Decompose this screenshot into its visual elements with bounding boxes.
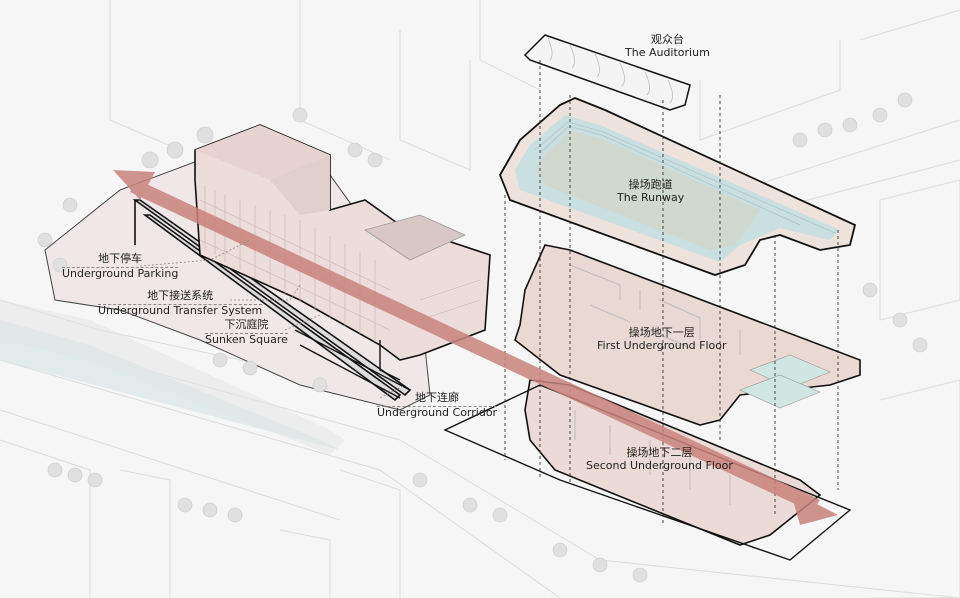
second-underground-floor [443,379,852,561]
label-first-underground-floor: 操场地下一层 First Underground Floor [597,326,727,352]
label-sunken-en: Sunken Square [205,332,288,346]
label-parking-en: Underground Parking [62,266,179,280]
label-auditorium: 观众台 The Auditorium [625,33,710,59]
label-underground-parking: 地下停车 Underground Parking [62,252,179,280]
label-runway: 操场跑道 The Runway [617,178,685,204]
label-second-underground-floor: 操场地下二层 Second Underground Floor [586,446,733,472]
school-building [194,124,491,361]
label-first-floor-en: First Underground Floor [597,338,727,352]
label-runway-en: The Runway [617,190,685,204]
label-second-floor-zh: 操场地下二层 [626,446,693,459]
label-sunken-zh: 下沉庭院 [205,318,288,334]
trees [37,92,928,583]
label-corridor-zh: 地下连廊 [377,391,498,407]
label-parking-zh: 地下停车 [62,252,179,268]
label-corridor-en: Underground Corridor [377,405,498,419]
label-underground-transfer-system: 地下接送系统 Underground Transfer System [98,289,263,317]
label-sunken-square: 下沉庭院 Sunken Square [205,318,288,346]
projection-lines [504,60,839,525]
auditorium-stand [523,34,691,111]
label-runway-zh: 操场跑道 [628,178,673,191]
label-underground-corridor: 地下连廊 Underground Corridor [377,391,498,419]
runway-plate [499,97,857,276]
flow-arrow [113,170,838,525]
label-auditorium-zh: 观众台 [650,33,684,46]
label-transfer-en: Underground Transfer System [98,303,263,317]
label-second-floor-en: Second Underground Floor [586,458,733,472]
first-underground-floor [514,244,861,426]
corridor-lines [294,329,411,399]
label-transfer-zh: 地下接送系统 [98,289,263,305]
label-auditorium-en: The Auditorium [625,45,710,59]
label-first-floor-zh: 操场地下一层 [628,326,695,339]
